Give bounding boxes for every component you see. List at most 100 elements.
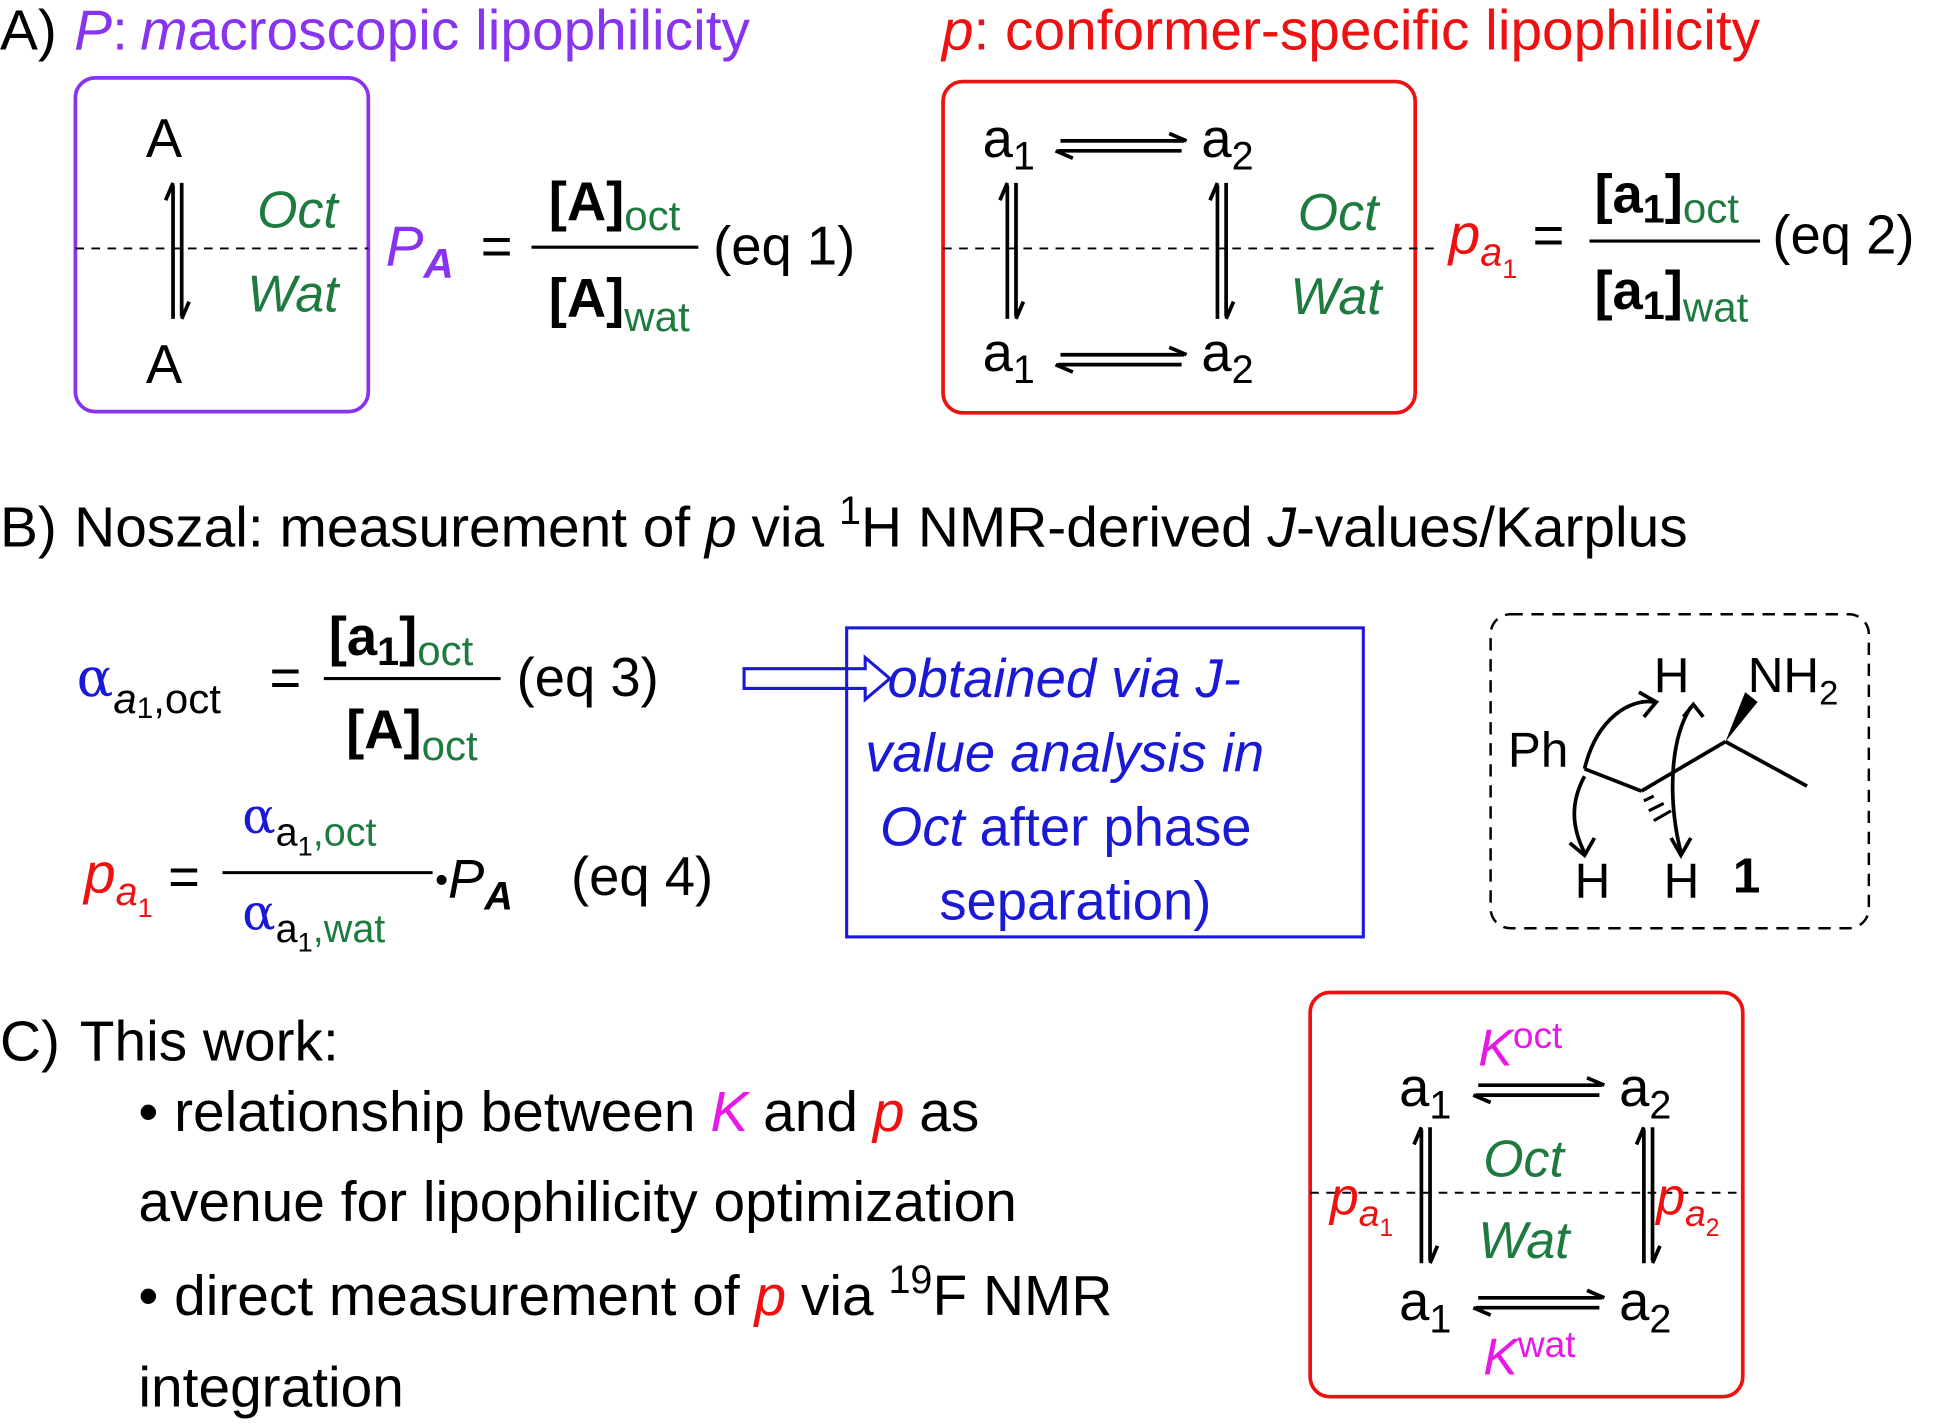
a: a bbox=[1399, 1271, 1430, 1332]
eq2-denominator: [a1]wat bbox=[1594, 260, 1748, 330]
eq4-equals: = bbox=[168, 846, 200, 907]
atom-nh2: NH2 bbox=[1748, 648, 1839, 712]
a: a bbox=[1359, 1192, 1380, 1234]
sub: oct bbox=[422, 722, 478, 769]
atom-h-bl: H bbox=[1575, 853, 1611, 908]
br: ] bbox=[606, 171, 624, 232]
species-bottom: A bbox=[146, 334, 183, 395]
oct: Oct bbox=[880, 796, 966, 857]
via: via bbox=[801, 1265, 874, 1328]
phase-wat-label-c: Wat bbox=[1478, 1212, 1572, 1270]
pre: • relationship between bbox=[138, 1081, 695, 1144]
post: -values/Karplus bbox=[1296, 496, 1688, 559]
sup: 19 bbox=[888, 1258, 932, 1302]
sub: 2 bbox=[1819, 675, 1838, 713]
compound-label: 1 bbox=[1733, 848, 1760, 903]
p: p bbox=[82, 842, 116, 905]
conformer-symbol: p bbox=[940, 0, 974, 62]
sub-a: a bbox=[276, 810, 298, 854]
section-a-right-title: p: conformer-specific lipophilicity bbox=[940, 0, 1761, 62]
br: [ bbox=[549, 171, 567, 232]
section-c-heading: C) This work: bbox=[0, 1010, 339, 1073]
sup: oct bbox=[1513, 1014, 1563, 1056]
macroscopic-symbol: P bbox=[74, 0, 112, 62]
k-wat: Kwat bbox=[1483, 1323, 1576, 1386]
a: a bbox=[983, 322, 1014, 383]
s: 1 bbox=[1643, 187, 1665, 231]
c-a1-top: a1 bbox=[1399, 1057, 1451, 1127]
eq4-denominator: αa1,wat bbox=[242, 883, 385, 957]
a: a bbox=[347, 606, 378, 667]
a: a bbox=[1613, 164, 1644, 225]
title-m: m bbox=[140, 0, 187, 62]
br: [ bbox=[1594, 260, 1612, 321]
s: 2 bbox=[1232, 134, 1254, 178]
and: and bbox=[763, 1081, 858, 1144]
conformer-equilibrium-arrows bbox=[998, 131, 1236, 374]
sub-oct: ,oct bbox=[313, 810, 377, 854]
p: p bbox=[703, 496, 737, 559]
conf-a2-bottom: a2 bbox=[1201, 322, 1253, 392]
eq1-p-sub: A bbox=[423, 240, 454, 287]
br: [ bbox=[549, 267, 567, 328]
letter: C) bbox=[0, 1010, 60, 1073]
a: a bbox=[1201, 108, 1232, 169]
sup: 1 bbox=[839, 489, 861, 533]
sub-a: a bbox=[113, 675, 136, 722]
hollow-arrow bbox=[742, 654, 893, 703]
sub-1: 1 bbox=[298, 830, 313, 861]
hash-bond bbox=[1643, 794, 1672, 823]
dot: • bbox=[435, 858, 448, 900]
alpha: α bbox=[77, 646, 114, 709]
br: [ bbox=[1594, 164, 1612, 225]
b: J- bbox=[1195, 648, 1241, 709]
nh: NH bbox=[1748, 648, 1819, 703]
a: a bbox=[1685, 1192, 1706, 1234]
heading: This work: bbox=[80, 1010, 339, 1073]
p: p bbox=[752, 1265, 786, 1328]
sub-wat: ,wat bbox=[313, 907, 386, 951]
a: a bbox=[983, 108, 1014, 169]
a: a bbox=[1619, 1057, 1650, 1118]
conf-a1-bottom: a1 bbox=[983, 322, 1035, 392]
eq3-equals: = bbox=[269, 647, 301, 708]
p: p bbox=[1328, 1168, 1359, 1226]
br: [ bbox=[329, 606, 347, 667]
species-top: A bbox=[146, 108, 183, 169]
k: K bbox=[710, 1081, 750, 1144]
pre: Noszal: measurement of bbox=[74, 496, 690, 559]
br: ] bbox=[403, 699, 421, 760]
br: [ bbox=[346, 699, 364, 760]
conf-a1-top: a1 bbox=[983, 108, 1035, 178]
section-a: A) P:macroscopic lipophilicity p: confor… bbox=[0, 0, 1914, 415]
as: as bbox=[919, 1081, 979, 1144]
alpha: α bbox=[242, 883, 275, 941]
sub-a: a bbox=[276, 907, 298, 951]
p: P bbox=[448, 848, 484, 909]
molecule-box bbox=[1489, 613, 1871, 930]
k: K bbox=[1483, 1328, 1520, 1386]
sub-1: 1 bbox=[298, 927, 313, 958]
sub-oct: ,oct bbox=[153, 675, 221, 722]
p-a2-label: pa2 bbox=[1654, 1168, 1719, 1242]
phase-wat-label: Wat bbox=[247, 265, 341, 323]
p: p bbox=[1654, 1168, 1685, 1226]
pre: • direct measurement of bbox=[138, 1265, 739, 1328]
sup: wat bbox=[1517, 1323, 1576, 1365]
br: ] bbox=[1665, 164, 1683, 225]
eq2-p: p bbox=[1447, 203, 1481, 266]
box-line-2: value analysis in bbox=[865, 722, 1264, 783]
eq2-label: (eq 2) bbox=[1772, 204, 1914, 265]
eq3-numerator: [a1]oct bbox=[329, 606, 474, 674]
s: 2 bbox=[1649, 1084, 1671, 1128]
sub: A bbox=[483, 875, 513, 919]
s: 2 bbox=[1232, 348, 1254, 392]
this-work-arrows bbox=[1412, 1076, 1662, 1317]
sub: oct bbox=[417, 627, 473, 674]
